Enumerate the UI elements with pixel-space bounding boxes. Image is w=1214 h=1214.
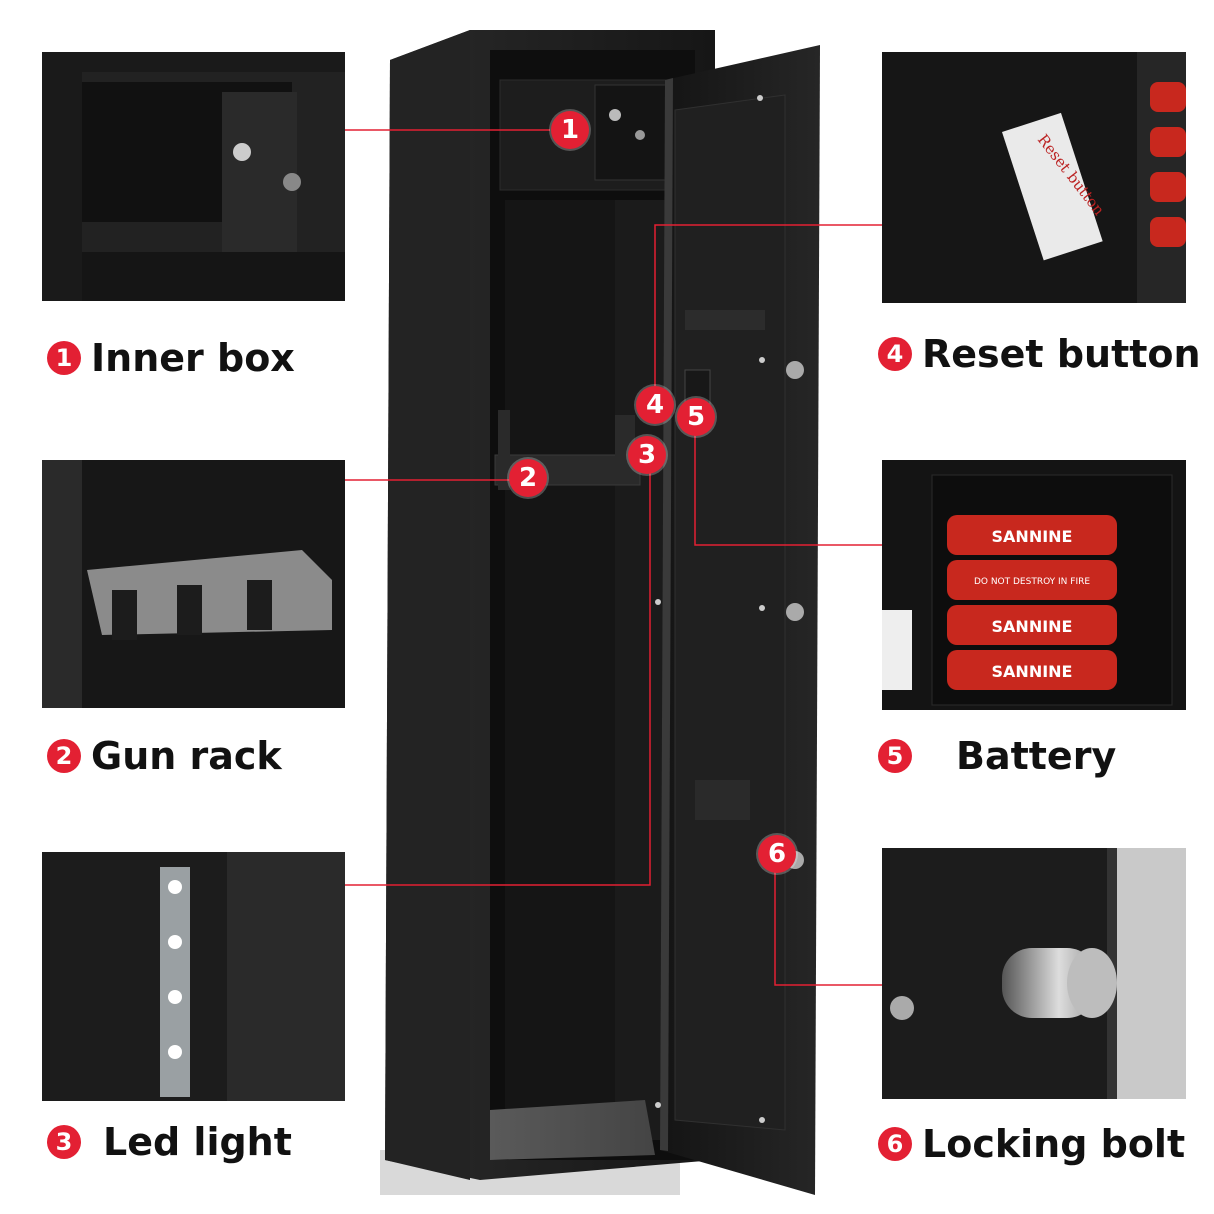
reset-button-photo: Reset button	[882, 52, 1186, 303]
number-badge-icon: 3	[47, 1125, 81, 1159]
caption-label: Battery	[956, 734, 1117, 778]
gun-safe-image	[380, 30, 820, 1195]
caption-reset-button: 4 Reset button	[878, 335, 1201, 373]
marker-6: 6	[758, 835, 796, 873]
caption-label: Reset button	[922, 332, 1201, 376]
caption-gun-rack: 2 Gun rack	[47, 737, 282, 775]
battery-warning-text: DO NOT DESTROY IN FIRE	[974, 577, 1090, 587]
marker-1: 1	[551, 111, 589, 149]
number-badge-icon: 6	[878, 1127, 912, 1161]
battery-photo: SANNINE DO NOT DESTROY IN FIRE SANNINE S…	[882, 460, 1186, 710]
caption-label: Inner box	[91, 336, 295, 380]
number-badge-icon: 2	[47, 739, 81, 773]
marker-4: 4	[636, 386, 674, 424]
caption-label: Gun rack	[91, 734, 282, 778]
gun-rack-photo	[42, 460, 345, 708]
caption-battery: 5 Battery	[878, 737, 1116, 775]
caption-label: Led light	[103, 1120, 292, 1164]
battery-brand-2: SANNINE	[992, 617, 1073, 636]
caption-inner-box: 1 Inner box	[47, 339, 295, 377]
battery-brand-3: SANNINE	[992, 662, 1073, 681]
inner-box-photo	[42, 52, 345, 301]
marker-5: 5	[677, 398, 715, 436]
caption-locking-bolt: 6 Locking bolt	[878, 1125, 1185, 1163]
number-badge-icon: 4	[878, 337, 912, 371]
caption-led-light: 3 Led light	[47, 1123, 292, 1161]
marker-3: 3	[628, 436, 666, 474]
number-badge-icon: 5	[878, 739, 912, 773]
battery-brand-1: SANNINE	[992, 527, 1073, 546]
caption-label: Locking bolt	[922, 1122, 1186, 1166]
marker-2: 2	[509, 459, 547, 497]
number-badge-icon: 1	[47, 341, 81, 375]
locking-bolt-photo	[882, 848, 1186, 1099]
led-light-photo	[42, 852, 345, 1101]
